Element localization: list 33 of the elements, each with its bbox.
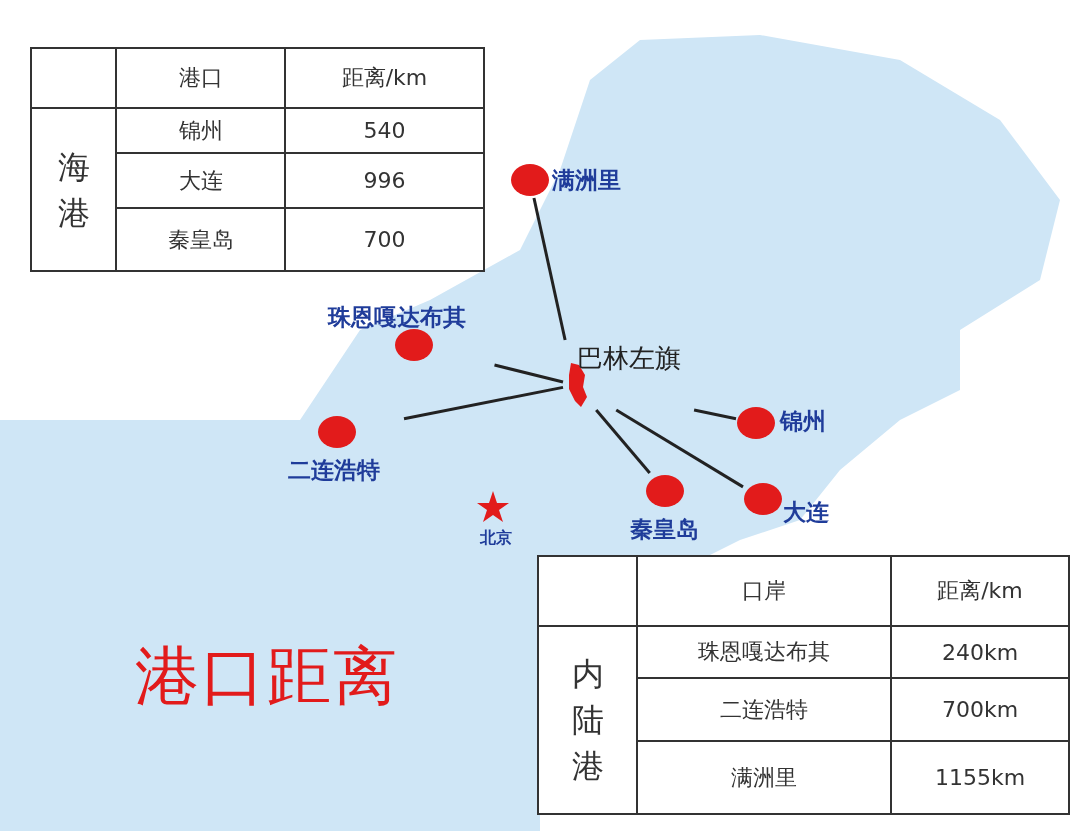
connector-line [494, 363, 564, 384]
table-cell: 二连浩特 [637, 678, 891, 741]
connector-line [595, 409, 651, 474]
table-cell: 珠恩嘎达布其 [637, 626, 891, 678]
map-location: 满洲里 [510, 162, 642, 198]
map-location: 大连 [743, 482, 844, 530]
table-cell: 1155km [891, 741, 1069, 814]
row-header: 海港 [31, 108, 116, 271]
map-location: 珠恩嘎达布其 [326, 303, 500, 365]
table-cell: 996 [285, 153, 484, 208]
column-header: 距离/km [285, 48, 484, 108]
table-cell: 240km [891, 626, 1069, 678]
table-cell: 锦州 [116, 108, 285, 153]
table-cell: 满洲里 [637, 741, 891, 814]
city-label: 北京 [480, 528, 512, 549]
row-header: 内陆港 [538, 626, 637, 814]
column-header: 港口 [116, 48, 285, 108]
table-cell: 540 [285, 108, 484, 153]
connector-line [615, 408, 744, 489]
map-location: 锦州 [736, 405, 844, 443]
table-cell: 秦皇岛 [116, 208, 285, 271]
table-cell: 700km [891, 678, 1069, 741]
table-cell: 700 [285, 208, 484, 271]
map-location: 二连浩特 [286, 414, 404, 488]
column-header: 口岸 [637, 556, 891, 626]
connector-line [693, 408, 737, 421]
table-cell: 大连 [116, 153, 285, 208]
map-location: 秦皇岛 [628, 473, 722, 547]
connector-line [403, 385, 564, 421]
column-header: 距离/km [891, 556, 1069, 626]
title: 港口距离 [135, 640, 399, 712]
connector-line [532, 197, 567, 341]
map-location: 巴林左旗 [563, 340, 703, 410]
